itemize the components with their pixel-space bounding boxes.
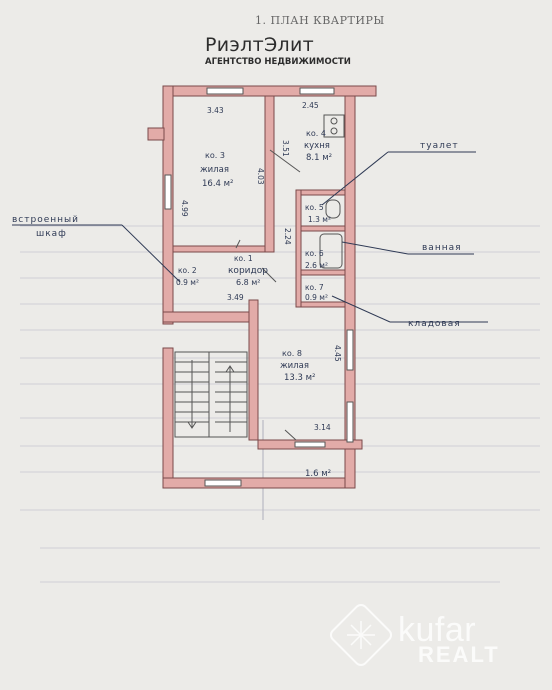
room6-label: ко. 6	[305, 249, 324, 258]
room8-label: ко. 8	[282, 349, 302, 358]
dim-corridor: 3.49	[227, 293, 244, 302]
dim-room-inner: 4.03	[256, 168, 265, 185]
room8-name: жилая	[280, 361, 309, 371]
dim-top-right: 2.45	[302, 101, 319, 110]
dim-room-left: 4.99	[180, 200, 189, 217]
watermark-logo-icon	[329, 603, 393, 667]
form-lines	[20, 225, 540, 583]
room5-area: 1.3 м²	[308, 215, 331, 224]
agency-logo: РиэлтЭлит АГЕНТСТВО НЕДВИЖИМОСТИ	[205, 34, 351, 67]
stairwell	[174, 351, 248, 438]
dim-top-left: 3.43	[207, 106, 224, 115]
room4-label: ко. 4	[306, 129, 326, 138]
room3-label: ко. 3	[205, 151, 225, 160]
room3-area: 16.4 м²	[202, 179, 233, 189]
dim-kitchen-side: 3.51	[281, 140, 290, 157]
callout-toilet: туалет	[420, 141, 459, 151]
windows	[164, 87, 354, 487]
callout-wardrobe-line1: встроенный	[12, 215, 79, 225]
callout-labels: туалет ванная кладовая встроенный шкаф	[12, 141, 462, 329]
room7-label: ко. 7	[305, 283, 324, 292]
room4-name: кухня	[304, 141, 330, 151]
room4-area: 8.1 м²	[306, 153, 332, 163]
room2-area: 0.9 м²	[176, 278, 199, 287]
room7-area: 0.9 м²	[305, 293, 328, 302]
document-title: 1. ПЛАН КВАРТИРЫ	[255, 14, 385, 27]
dimension-labels: 3.43 2.45 3.14 3.49 4.99 4.03 3.51 2.24 …	[180, 101, 342, 432]
walls	[147, 85, 377, 489]
dim-balcony-top: 3.14	[314, 423, 331, 432]
room2-label: ко. 2	[178, 266, 197, 275]
room5-label: ко. 5	[305, 203, 324, 212]
room3-name: жилая	[200, 165, 229, 175]
dim-room8-side: 4.45	[333, 345, 342, 362]
callout-storage: кладовая	[408, 319, 461, 329]
balcony-area: 1.6 м²	[305, 469, 331, 479]
room1-area: 6.8 м²	[236, 278, 261, 287]
watermark-brand: kufar	[398, 611, 477, 649]
room8-area: 13.3 м²	[284, 373, 315, 383]
agency-name: РиэлтЭлит	[205, 34, 314, 56]
watermark-sub: REALT	[418, 642, 500, 667]
fixtures	[235, 114, 345, 441]
room-labels: ко. 3 жилая 16.4 м² ко. 4 кухня 8.1 м² к…	[176, 129, 332, 479]
room1-name: коридор	[228, 266, 268, 276]
dim-bath-side: 2.24	[283, 228, 292, 245]
agency-tagline: АГЕНТСТВО НЕДВИЖИМОСТИ	[205, 57, 351, 67]
callout-bathroom: ванная	[422, 243, 462, 253]
room6-area: 2.6 м²	[305, 261, 328, 270]
callout-leaders	[12, 151, 488, 323]
callout-wardrobe-line2: шкаф	[36, 229, 67, 239]
room1-label: ко. 1	[234, 254, 253, 263]
